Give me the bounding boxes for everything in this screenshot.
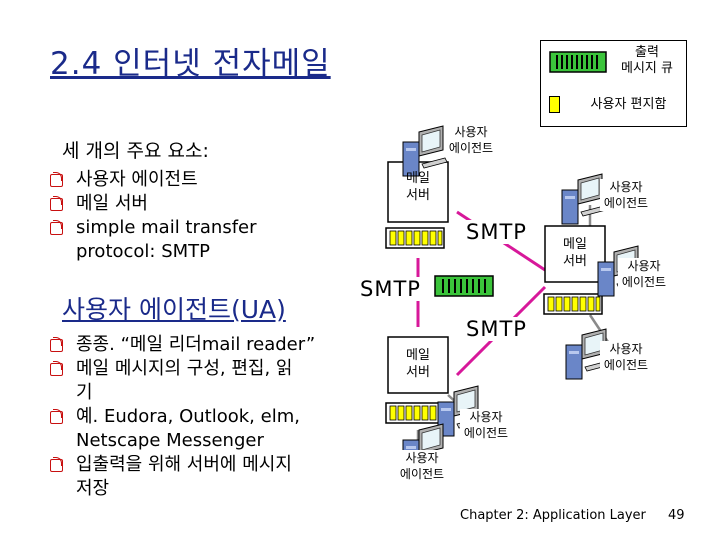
user-agent-label: 사용자 에이전트 <box>600 341 652 373</box>
smtp-label-left: SMTP <box>360 277 421 301</box>
mail-server-label: 메일 서버 <box>547 236 603 270</box>
mail-server-label: 메일 서버 <box>390 347 446 381</box>
user-agent-label: 사용자 에이전트 <box>396 450 448 482</box>
smtp-label-top: SMTP <box>466 220 527 244</box>
user-agent-label: 사용자 에이전트 <box>600 179 652 211</box>
footer-course: Chapter 2: Application Layer <box>460 508 646 523</box>
mail-server-label: 메일 서버 <box>390 170 446 204</box>
user-agent-label: 사용자 에이전트 <box>618 258 670 290</box>
smtp-label-bottom: SMTP <box>466 317 527 341</box>
user-agent-label: 사용자 에이전트 <box>460 409 512 441</box>
page-number: 49 <box>668 508 685 523</box>
user-agent-label: 사용자 에이전트 <box>445 124 497 156</box>
